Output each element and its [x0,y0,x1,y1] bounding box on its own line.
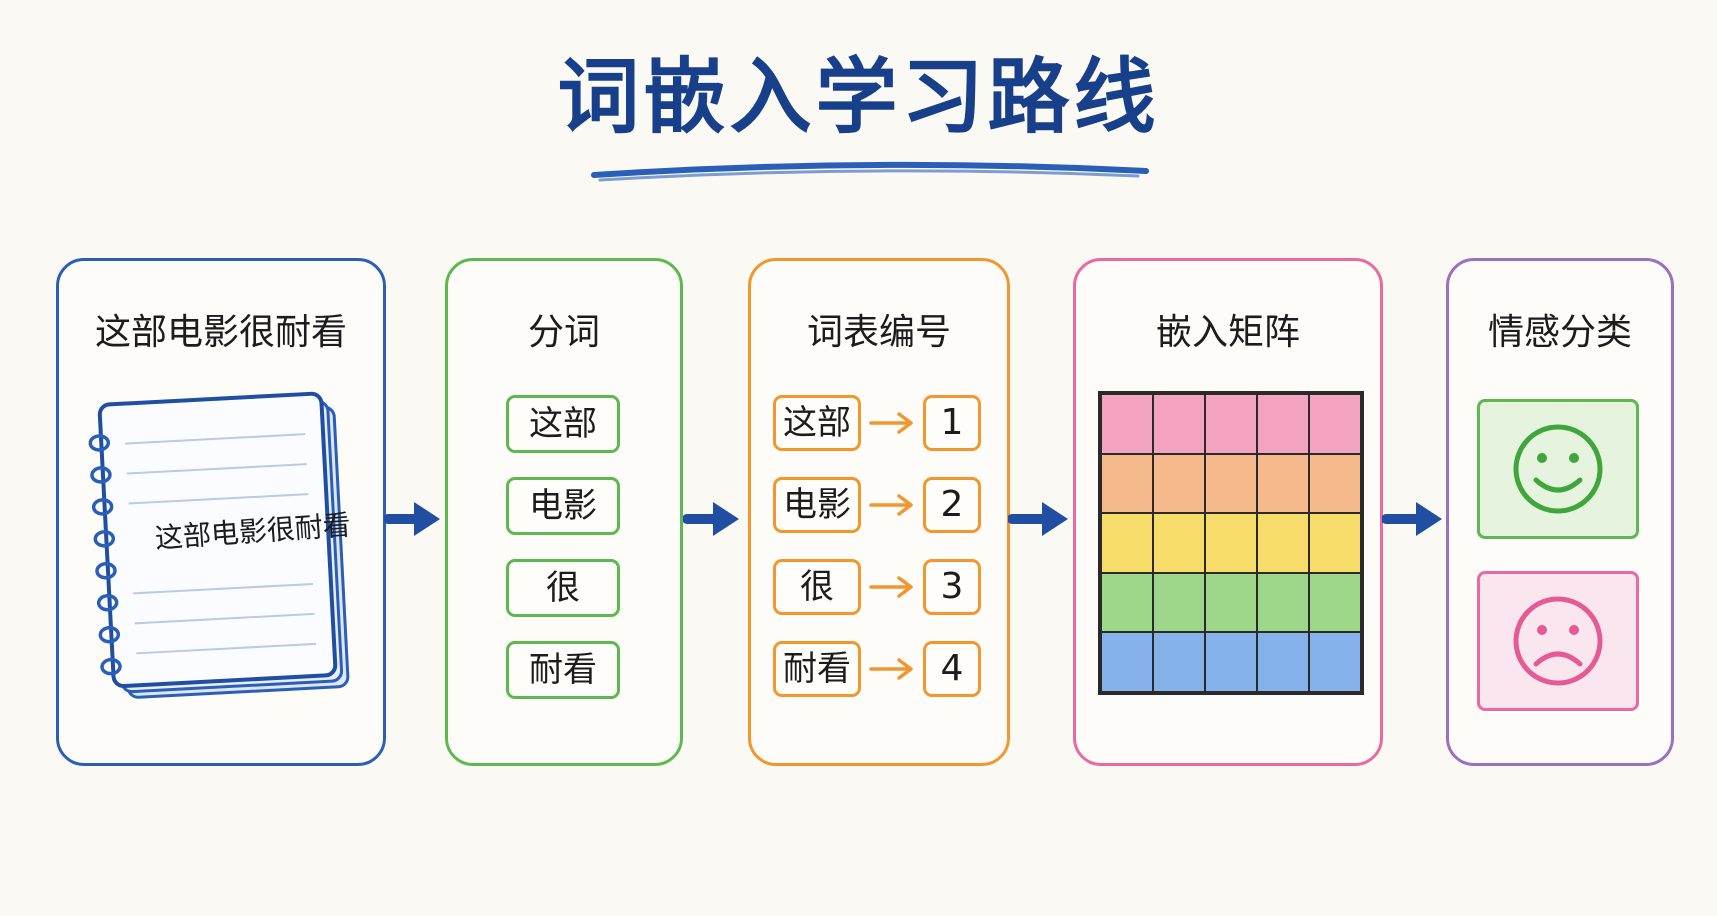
vocab-id-box: 3 [923,559,981,615]
matrix-cell [1101,453,1153,514]
matrix-cell [1101,513,1153,573]
token-box: 电影 [506,477,620,535]
matrix-cell [1257,453,1309,514]
matrix-cell [1153,394,1205,454]
matrix-cell [1205,572,1257,633]
matrix-cell [1257,632,1309,692]
arrow-right-icon [1382,502,1442,536]
vocab-id-box: 2 [923,477,981,533]
notebook-icon [88,391,350,699]
matrix-cell [1205,394,1257,454]
arrow-right-icon [1008,502,1068,536]
arrow-right-icon [869,412,913,434]
matrix-cell [1205,513,1257,573]
panel-vocab: 词表编号 这部 1 电影 2 很 3 耐看 4 [748,258,1010,766]
token-box: 这部 [506,395,620,453]
sad-face-icon [1513,596,1603,686]
matrix-cell [1153,513,1205,573]
vocab-token-box: 耐看 [773,641,861,697]
arrow-right-icon [683,502,739,536]
embedding-matrix [1098,391,1364,695]
matrix-cell [1257,513,1309,573]
panel-tokenize-title: 分词 [527,312,600,353]
arrow-right-icon [869,576,913,598]
vocab-token-box: 很 [773,559,861,615]
matrix-cell [1257,394,1309,454]
happy-face-icon [1513,424,1603,514]
arrow-right-icon [869,658,913,680]
negative-box [1477,571,1639,711]
panel-sentence: 这部电影很耐看 [56,258,386,766]
panel-embedding-title: 嵌入矩阵 [1155,312,1300,353]
matrix-cell [1309,632,1361,692]
matrix-cell [1153,453,1205,514]
matrix-cell [1309,572,1361,633]
matrix-cell [1309,394,1361,454]
panel-embedding: 嵌入矩阵 [1073,258,1383,766]
panel-sentiment: 情感分类 [1446,258,1674,766]
matrix-cell [1309,513,1361,573]
matrix-cell [1101,572,1153,633]
arrow-right-icon [869,494,913,516]
arrow-right-icon [384,502,440,536]
vocab-token-box: 这部 [773,395,861,451]
matrix-cell [1205,632,1257,692]
vocab-token-box: 电影 [773,477,861,533]
panel-sentiment-title: 情感分类 [1487,312,1632,353]
panel-vocab-title: 词表编号 [806,312,951,353]
token-box: 很 [506,559,620,617]
title-underline [591,161,1149,182]
vocab-id-box: 1 [923,395,981,451]
page-title: 词嵌入学习路线 [557,50,1160,145]
token-box: 耐看 [506,641,620,699]
matrix-cell [1257,572,1309,633]
matrix-cell [1205,453,1257,514]
matrix-cell [1101,632,1153,692]
matrix-cell [1153,632,1205,692]
matrix-cell [1309,453,1361,514]
panel-sentence-title: 这部电影很耐看 [94,312,347,353]
matrix-cell [1153,572,1205,633]
vocab-id-box: 4 [923,641,981,697]
positive-box [1477,399,1639,539]
panel-tokenize: 分词 这部 电影 很 耐看 [445,258,683,766]
matrix-cell [1101,394,1153,454]
